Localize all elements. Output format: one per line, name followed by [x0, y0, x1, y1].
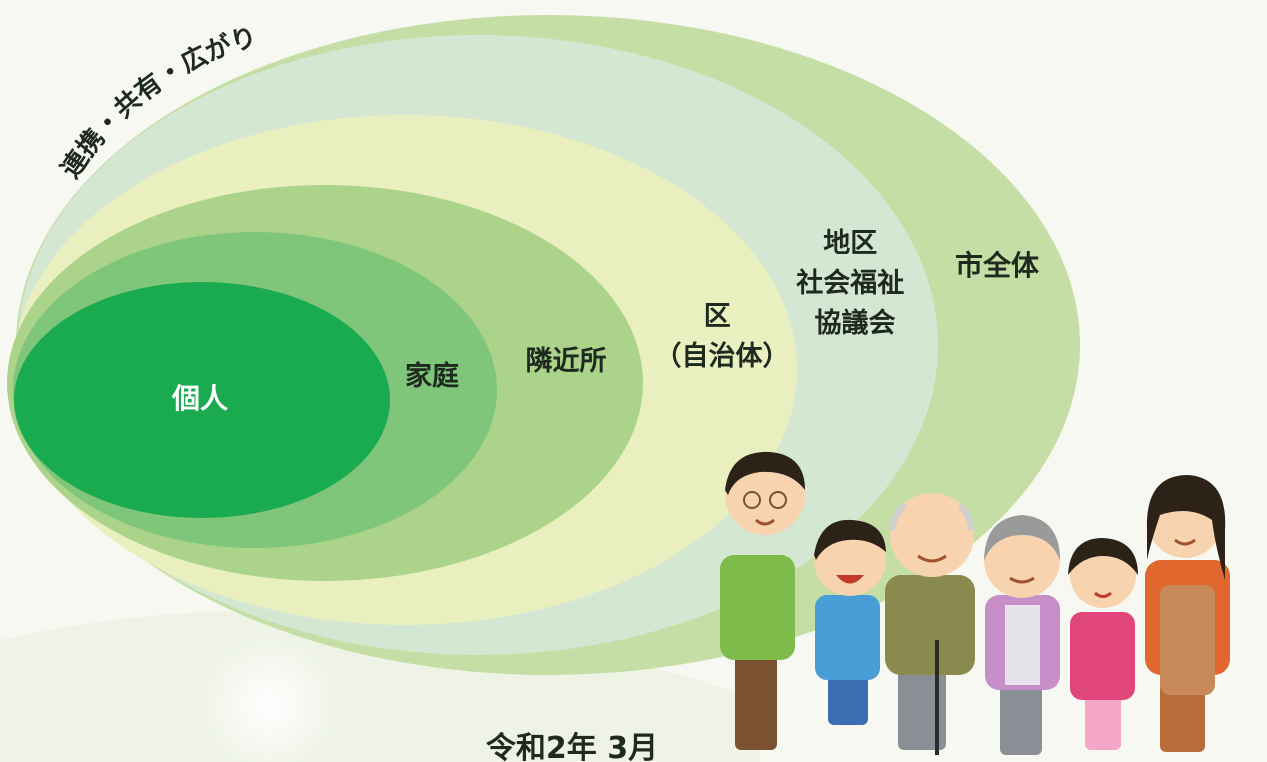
person-father	[720, 451, 805, 750]
label-council: 地区 社会福祉 協議会	[796, 228, 913, 339]
person-grandfather	[885, 493, 975, 755]
label-ward: 区 （自治体）	[655, 301, 790, 372]
date-label: 令和2年 3月	[486, 731, 658, 762]
person-girl	[1068, 538, 1138, 750]
label-neighborhood: 隣近所	[526, 346, 607, 377]
label-city: 市全体	[955, 249, 1040, 282]
person-boy	[814, 519, 886, 725]
person-mother	[1145, 475, 1230, 752]
label-family: 家庭	[405, 360, 459, 392]
label-individual: 個人	[171, 382, 228, 415]
light-burst	[200, 635, 340, 762]
person-grandmother	[984, 515, 1060, 755]
family-illustration	[720, 451, 1230, 755]
ring-individual	[14, 282, 390, 518]
